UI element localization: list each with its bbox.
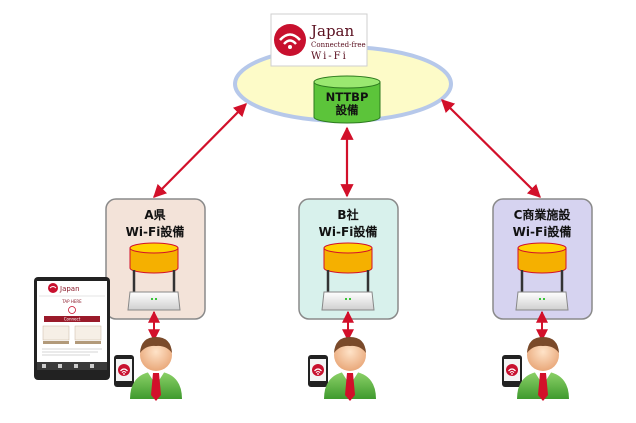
facility-c-box: C商業施設 Wi-Fi設備 — [492, 198, 593, 320]
database-cylinder-icon — [323, 242, 373, 274]
smartphone-icon — [307, 354, 329, 388]
phone-connect-label: Connect — [64, 317, 81, 322]
facility-b-line2: Wi-Fi設備 — [319, 224, 378, 239]
database-cylinder-icon — [517, 242, 567, 274]
logo-line3: Wi-Fi — [311, 51, 348, 62]
facility-c-line1: C商業施設 — [514, 207, 572, 222]
logo-line1: Japan — [309, 22, 355, 40]
phone-tap-text: TAP HERE — [61, 299, 82, 304]
center-label-line1: NTTBP — [326, 90, 369, 104]
smartphone-icon — [113, 354, 135, 388]
user-person-icon — [130, 337, 182, 401]
facility-a-line2: Wi-Fi設備 — [126, 224, 185, 239]
phone-title: Japan — [59, 285, 80, 293]
facility-a-box: A県 Wi-Fi設備 — [105, 198, 206, 320]
japan-wifi-logo: Japan Connected-free Wi-Fi — [270, 13, 368, 67]
nttbp-database-cylinder-icon: NTTBP 設備 — [313, 75, 381, 124]
arrow-icon-left — [153, 103, 247, 198]
user-person-icon — [324, 337, 376, 401]
app-screenshot: Japan TAP HERE Connect — [34, 277, 110, 380]
phone-connect-button[interactable] — [44, 316, 100, 322]
facility-a-line1: A県 — [144, 208, 165, 222]
center-label-line2: 設備 — [336, 103, 359, 117]
database-cylinder-icon — [129, 242, 179, 274]
arrow-icon-right — [441, 99, 541, 198]
facility-b-box: B社 Wi-Fi設備 — [298, 198, 399, 320]
facility-b-line1: B社 — [337, 207, 358, 222]
logo-line2: Connected-free — [311, 41, 366, 49]
user-person-icon — [517, 337, 569, 401]
facility-c-line2: Wi-Fi設備 — [513, 224, 572, 239]
smartphone-icon — [501, 354, 523, 388]
wifi-logo-icon — [274, 24, 306, 56]
